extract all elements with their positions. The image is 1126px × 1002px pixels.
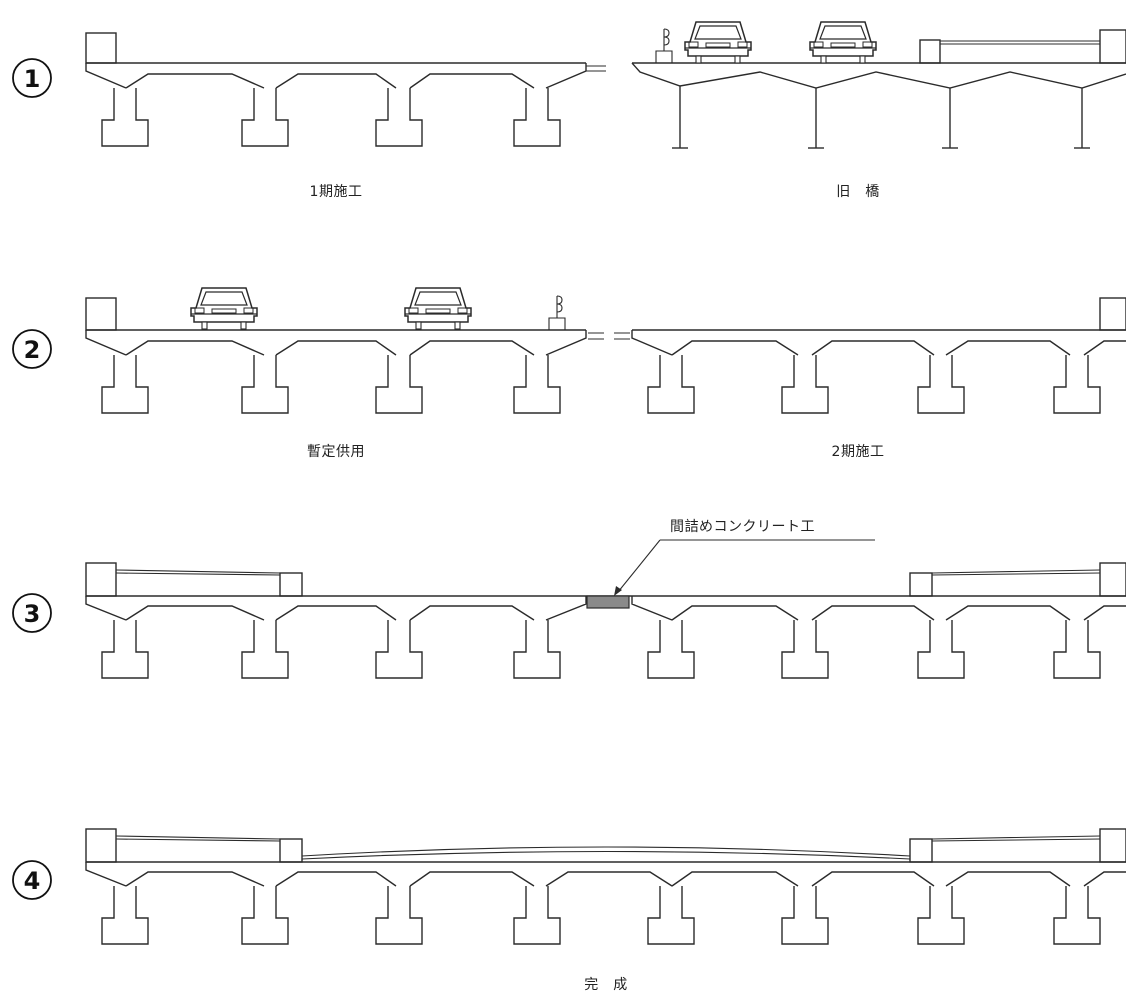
car <box>809 21 877 64</box>
barrier-post <box>548 295 566 331</box>
step-number-circle <box>12 593 52 633</box>
car <box>190 287 258 330</box>
bridge-completed <box>85 828 1126 945</box>
step-number-circle <box>12 58 52 98</box>
old-bridge <box>631 21 1126 149</box>
callout-arrowhead <box>614 586 622 596</box>
new-bridge-phase1 <box>85 32 606 147</box>
bridge-joined <box>85 562 1126 679</box>
step-number-circle <box>12 329 52 369</box>
step-number-circle <box>12 860 52 900</box>
curb <box>85 32 117 64</box>
infill-concrete-block <box>586 595 630 609</box>
label-phase2: 2期施工 <box>832 444 885 460</box>
label-phase1: 1期施工 <box>310 184 363 200</box>
callout-leader <box>617 539 661 593</box>
bridge-interim-use <box>85 287 630 414</box>
callout-text: 間詰めコンクリート工 <box>670 519 815 535</box>
step-1: 1 <box>12 21 1126 200</box>
barrier-post <box>655 28 673 64</box>
label-interim-use: 暫定供用 <box>307 444 365 460</box>
step-3: 3 間詰めコンクリート工 <box>12 519 1126 679</box>
step-number: 2 <box>24 336 41 364</box>
step-number: 4 <box>24 867 41 895</box>
label-completed: 完 成 <box>584 977 628 993</box>
car <box>404 287 472 330</box>
car <box>684 21 752 64</box>
label-old-bridge: 旧 橋 <box>836 184 880 200</box>
step-2: 2 暫定供用 2期施工 <box>12 287 1126 460</box>
callout: 間詰めコンクリート工 <box>614 519 875 596</box>
step-number: 1 <box>24 65 41 93</box>
step-number: 3 <box>24 600 41 628</box>
step-4: 4 完 成 <box>12 828 1126 993</box>
bridge-phase2 <box>631 297 1126 414</box>
